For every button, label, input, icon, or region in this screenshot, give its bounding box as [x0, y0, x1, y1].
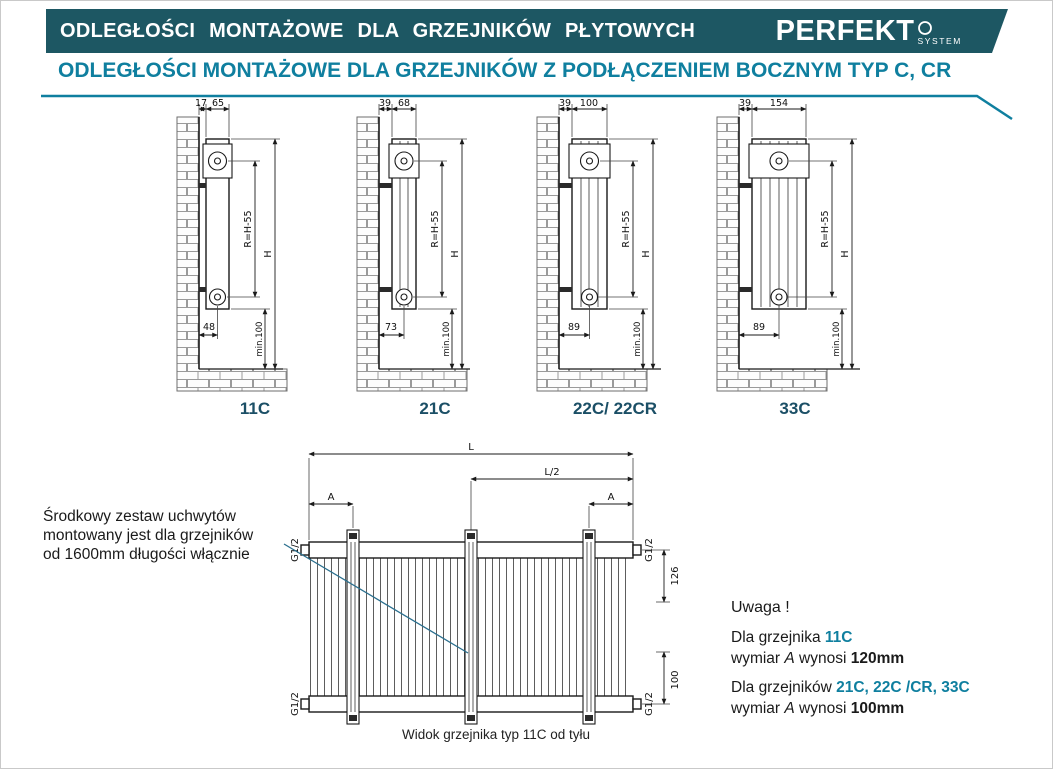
dim-depth: 154: [770, 99, 788, 109]
dim-depth: 100: [580, 99, 598, 109]
diagram-label-11c: 11C: [239, 399, 271, 418]
dim-radius: R=H-55: [243, 210, 254, 247]
radiator-rear-body: [300, 529, 642, 725]
dim-bottom: 48: [203, 322, 215, 333]
type-11c: 11C: [824, 628, 853, 646]
dim-height: H: [450, 250, 461, 257]
dim-wall-gap: 39: [739, 99, 751, 109]
attention-row4: wymiar A wynosi 100mm: [731, 700, 905, 718]
dim-height: H: [641, 250, 652, 257]
dim-height: H: [263, 250, 274, 257]
subheader-title: ODLEGŁOŚCI MONTAŻOWE DLA GRZEJNIKÓW Z PO…: [58, 59, 952, 82]
mounting-bracket-center: [464, 529, 478, 725]
dim-bracket-bottom: 100: [670, 670, 681, 689]
side-diagram-11c-drawing: 17 65 48 R=H-55 H min.100: [176, 99, 288, 392]
brand-logo: PERFEKT SYSTEM: [776, 17, 962, 46]
radiator-side-view: [739, 138, 810, 310]
radiator-side-view: [559, 138, 611, 310]
radiator-side-view: [199, 138, 233, 310]
dim-min-floor: min.100: [442, 322, 452, 357]
dim-bottom: 73: [385, 322, 397, 333]
dim-a-left: A: [328, 492, 335, 503]
side-diagram-21c-drawing: 39 68 73 R=H-55 H min.100: [356, 99, 470, 392]
logo-brand-text: PERFEKT: [775, 14, 915, 47]
logo-right-block: SYSTEM: [917, 20, 962, 46]
dim-depth: 68: [398, 99, 410, 109]
rear-view-drawing: L L/2 A A: [290, 442, 681, 725]
dim-min-floor: min.100: [832, 322, 842, 357]
bracket-note-line1: Środkowy zestaw uchwytów: [43, 508, 236, 525]
rear-top-dimensions: L L/2 A A: [308, 442, 634, 540]
mounting-bracket-right: [582, 529, 596, 725]
bracket-note-line3: od 1600mm długości włącznie: [43, 545, 250, 563]
diagram-column-22c: 39 100 89 R=H-55 H min.100 22: [525, 99, 705, 419]
radiator-side-view: [379, 138, 420, 310]
diagram-column-21c: 39 68 73 R=H-55 H min.100 21C: [345, 99, 525, 419]
types-21c-22c-33c: 21C, 22C /CR, 33C: [836, 679, 970, 697]
logo-ring-icon: [917, 20, 933, 36]
dim-symbol-a: A: [784, 649, 795, 667]
dim-symbol-a: A: [784, 700, 795, 718]
dim-half-length: L/2: [544, 467, 559, 478]
dim-min-floor: min.100: [633, 322, 643, 357]
page-title: ODLEGŁOŚCI MONTAŻOWE DLA GRZEJNIKÓW PŁYT…: [60, 19, 696, 42]
attention-title: Uwaga !: [731, 599, 790, 616]
dim-radius: R=H-55: [430, 210, 441, 247]
side-diagram-33c-drawing: 39 154 89 R=H-55 H min.100: [716, 99, 860, 392]
dimensions: 39 154 89 R=H-55 H min.100: [738, 99, 857, 370]
attention-note: Uwaga ! Dla grzejnika 11C wymiar A wynos…: [731, 597, 970, 720]
diagram-label-21c: 21C: [419, 399, 451, 418]
bracket-note-line2: montowany jest dla grzejników: [43, 526, 254, 544]
diagram-column-11c: 17 65 48 R=H-55 H min.100 11C: [165, 99, 345, 419]
diagram-label-22c: 22C/ 22CR: [572, 399, 658, 418]
attention-row2: wymiar A wynosi 120mm: [731, 649, 905, 667]
bracket-note: Środkowy zestaw uchwytów montowany jest …: [43, 508, 253, 565]
attention-row3: Dla grzejników 21C, 22C /CR, 33C: [731, 679, 970, 697]
value-120mm: 120mm: [850, 649, 905, 667]
dim-radius: R=H-55: [820, 210, 831, 247]
dim-wall-gap: 39: [379, 99, 391, 109]
header-bar: ODLEGŁOŚCI MONTAŻOWE DLA GRZEJNIKÓW PŁYT…: [46, 9, 1008, 53]
value-100mm: 100mm: [850, 700, 905, 718]
dim-wall-gap: 17: [195, 99, 207, 109]
thread-bottom-left: G1/2: [290, 692, 301, 716]
dim-bracket-top: 126: [670, 566, 681, 585]
dim-radius: R=H-55: [621, 210, 632, 247]
side-diagrams-row: 17 65 48 R=H-55 H min.100 11C: [165, 99, 885, 419]
dim-bottom: 89: [753, 322, 765, 333]
dim-length: L: [468, 442, 474, 453]
dim-a-right: A: [608, 492, 615, 503]
rear-view-caption: Widok grzejnika typ 11C od tyłu: [401, 727, 591, 742]
attention-row1: Dla grzejnika 11C: [731, 628, 853, 646]
dim-min-floor: min.100: [255, 322, 265, 357]
mounting-bracket-left: [346, 529, 360, 725]
diagram-label-33c: 33C: [779, 399, 811, 418]
diagram-column-33c: 39 154 89 R=H-55 H min.100 33: [705, 99, 885, 419]
logo-sub-text: SYSTEM: [917, 35, 962, 46]
rear-view-diagram: L L/2 A A: [286, 442, 696, 747]
dim-depth: 65: [212, 99, 224, 109]
dim-wall-gap: 39: [559, 99, 571, 109]
side-diagram-22c-drawing: 39 100 89 R=H-55 H min.100: [536, 99, 661, 392]
thread-top-left: G1/2: [290, 538, 301, 562]
dim-bottom: 89: [568, 322, 580, 333]
dim-height: H: [840, 250, 851, 257]
